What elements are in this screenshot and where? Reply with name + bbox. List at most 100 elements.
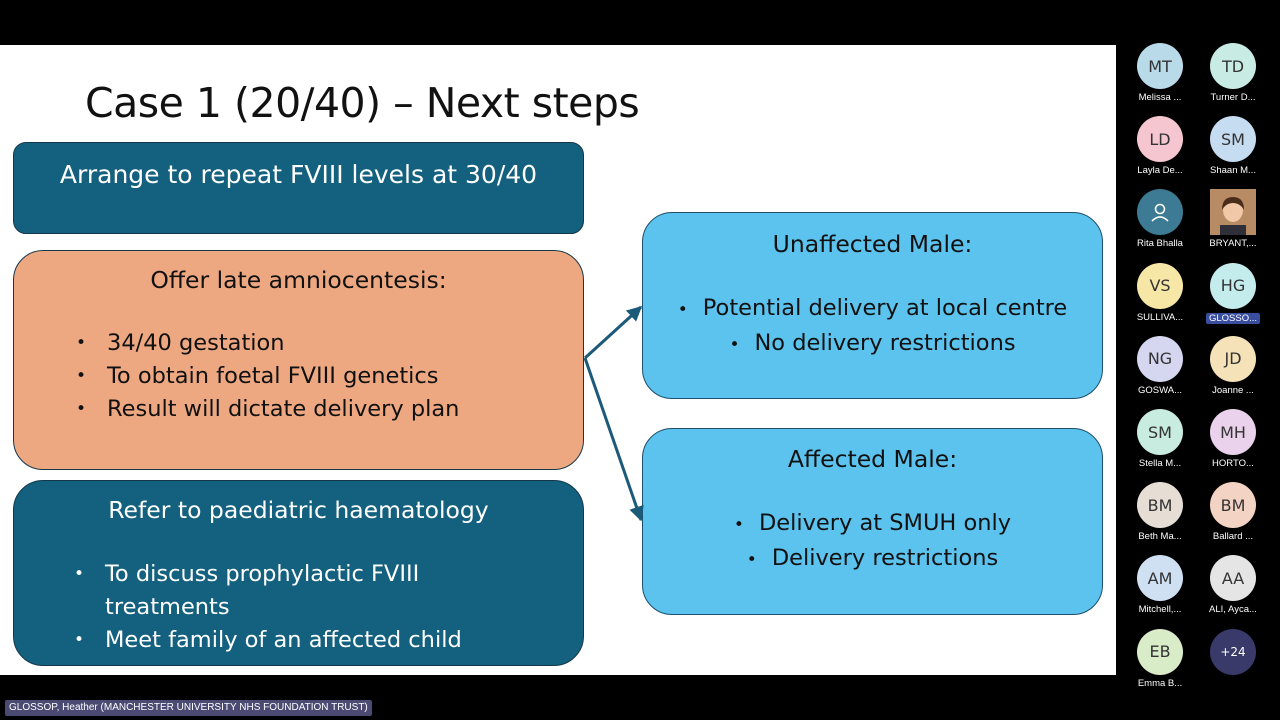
participant-tile[interactable]: NG GOSWA... [1123,335,1197,396]
active-speaker-name-tag: GLOSSOP, Heather (MANCHESTER UNIVERSITY … [5,700,372,716]
participant-name: Ballard ... [1212,531,1254,543]
repeat-fviii-box: Arrange to repeat FVIII levels at 30/40 [13,142,584,234]
avatar: MH [1210,409,1256,455]
paediatric-haematology-list: To discuss prophylactic FVIII treatments… [74,558,543,657]
avatar-initials: LD [1149,129,1171,149]
avatar-initials: TD [1221,56,1245,76]
affected-male-box: Affected Male: Delivery at SMUH only Del… [642,428,1103,615]
avatar-initials: VS [1149,276,1171,296]
avatar: HG [1210,262,1256,309]
participant-tile[interactable]: MH HORTO... [1196,409,1270,469]
participant-tile[interactable]: JD Joanne ... [1196,335,1270,396]
participant-tile[interactable]: BM Ballard ... [1196,482,1270,542]
participant-name: Joanne ... [1212,384,1254,396]
participant-name: Shaan M... [1210,165,1256,177]
participant-tile[interactable]: MT Melissa ... [1123,43,1197,103]
avatar-initials: SM [1148,422,1172,442]
avatar: VS [1137,262,1183,309]
repeat-fviii-text: Arrange to repeat FVIII levels at 30/40 [59,160,538,189]
avatar-initials: EB [1149,642,1171,662]
avatar: JD [1210,335,1256,382]
avatar: +24 [1210,628,1256,675]
list-item: Delivery at SMUH only [643,507,1102,542]
unaffected-male-list: Potential delivery at local centre No de… [643,292,1102,362]
amniocentesis-heading: Offer late amniocentesis: [150,266,447,294]
list-item: To discuss prophylactic FVIII treatments [74,558,465,624]
participant-name: BRYANT,... [1209,238,1257,250]
slide-title: Case 1 (20/40) – Next steps [85,79,640,127]
avatar-initials: +24 [1220,644,1246,659]
participant-tile[interactable]: TD Turner D... [1196,43,1270,103]
participant-tile[interactable]: AA ALI, Ayca... [1196,555,1270,615]
avatar: TD [1210,43,1256,89]
participants-panel: MT Melissa ... TD Turner D... LD Layla De... S… [1120,40,1280,689]
avatar: EB [1137,628,1183,675]
paediatric-haematology-heading: Refer to paediatric haematology [108,496,489,524]
avatar-initials: JD [1224,349,1242,369]
avatar: SM [1137,409,1183,455]
avatar-initials: MT [1148,56,1172,76]
avatar [1137,189,1183,236]
more-participants-button[interactable]: +24 [1196,628,1270,675]
avatar-initials: HG [1220,276,1246,296]
avatar: BM [1210,482,1256,529]
participant-name: Turner D... [1210,92,1256,103]
avatar: NG [1137,335,1183,382]
participant-tile[interactable]: BM Beth Ma... [1123,482,1197,542]
arrow-to-unaffected [583,305,643,360]
list-item: To obtain foetal FVIII genetics [76,360,583,393]
participant-name: HORTO... [1212,458,1254,469]
participant-name: GOSWA... [1138,384,1182,396]
list-item: Meet family of an affected child [74,624,543,657]
presentation-slide: Case 1 (20/40) – Next steps Arrange to r… [0,45,1116,675]
participant-tile[interactable]: SM Stella M... [1123,409,1197,469]
avatar-initials: BM [1147,495,1173,515]
avatar-initials: NG [1147,349,1173,369]
avatar: LD [1137,116,1183,163]
avatar: AA [1210,555,1256,602]
arrow-to-affected [583,357,644,522]
participant-tile[interactable]: EB Emma B... [1123,628,1197,689]
participant-tile[interactable]: LD Layla De... [1123,116,1197,176]
list-item: Result will dictate delivery plan [76,393,583,426]
participant-name: Layla De... [1137,165,1183,177]
avatar: MT [1137,43,1183,89]
unaffected-male-box: Unaffected Male: Potential delivery at l… [642,212,1103,399]
participant-tile[interactable]: AM Mitchell,... [1123,555,1197,615]
participant-tile[interactable]: VS SULLIVA... [1123,262,1197,323]
unaffected-male-heading: Unaffected Male: [772,230,973,258]
avatar [1210,189,1256,236]
participant-name: Mitchell,... [1138,604,1182,616]
participant-name: Rita Bhalla [1137,238,1183,250]
user-silhouette-icon [1151,204,1169,222]
avatar-initials: SM [1221,129,1245,149]
amniocentesis-box: Offer late amniocentesis: 34/40 gestatio… [13,250,584,470]
avatar-initials: AA [1221,568,1245,588]
profile-photo-icon [1210,189,1256,236]
participant-name: ALI, Ayca... [1209,604,1257,616]
avatar: BM [1137,482,1183,529]
list-item: No delivery restrictions [643,327,1102,362]
affected-male-list: Delivery at SMUH only Delivery restricti… [643,507,1102,577]
participant-tile[interactable]: Rita Bhalla [1123,189,1197,249]
avatar-initials: BM [1220,495,1246,515]
participant-tile[interactable]: HG GLOSSO... [1196,262,1270,328]
participant-name: SULLIVA... [1136,311,1184,323]
participant-name: Beth Ma... [1138,531,1182,543]
participant-tile[interactable]: SM Shaan M... [1196,116,1270,176]
avatar-initials: MH [1220,422,1246,442]
affected-male-heading: Affected Male: [787,445,958,473]
list-item: 34/40 gestation [76,327,583,360]
participant-name: Emma B... [1137,677,1183,689]
list-item: Potential delivery at local centre [643,292,1102,327]
paediatric-haematology-box: Refer to paediatric haematology To discu… [13,480,584,666]
participant-name: GLOSSO... [1205,312,1261,324]
participant-name: Melissa ... [1138,92,1182,103]
list-item: Delivery restrictions [643,542,1102,577]
amniocentesis-list: 34/40 gestation To obtain foetal FVIII g… [76,327,583,426]
avatar: SM [1210,116,1256,163]
avatar-initials: AM [1147,568,1173,588]
avatar: AM [1137,555,1183,602]
participant-name: Stella M... [1138,458,1182,469]
participant-tile[interactable]: BRYANT,... [1196,189,1270,249]
